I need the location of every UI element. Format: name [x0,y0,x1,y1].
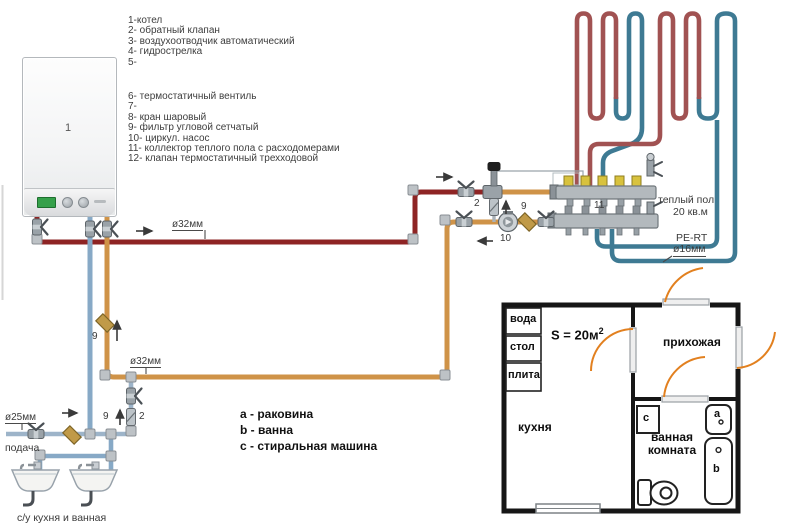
flow-arrows [62,172,511,425]
pipe-spec-label-1: PE-RT [676,232,708,244]
strainer-filter-icon [517,212,537,232]
bath-sink [705,404,732,435]
legend-item: 11- коллектор теплого пола с расходомера… [128,143,340,155]
fixture-letter-c: c [643,412,650,424]
tub-drain [715,446,722,454]
floor-plan [501,267,776,514]
kitchen-item-stove: плита [508,369,540,381]
strainer-filter-icon [62,425,82,445]
legend-block-1: 1-котел 2- обратный клапан 3- воздухоотв… [128,15,295,68]
pump-valve-assembly [454,162,556,233]
sink-bathroom [68,461,119,507]
room-label-hallway: прихожая [663,335,721,349]
legend-block-2: 6- термостатичный вентиль 7- 8- кран шар… [128,91,340,165]
circulation-pump [497,211,519,233]
area-sup: 2 [598,326,604,336]
window [535,503,601,514]
fixtures-legend-item: a - раковина [240,407,314,421]
coil-supply-loopA [574,11,619,192]
pipe-spec-label-2: ø16мм [673,243,706,257]
supply-label: подача [5,442,40,454]
boiler: 1 [22,57,117,217]
ball-valve-icon [536,210,556,228]
ball-valve-icon [454,210,474,228]
coil-supply-loopB [587,11,702,192]
legend-item: 10- циркул. насос [128,132,210,144]
legend-item: 6- термостатичный вентиль [128,91,257,102]
legend-item: 5- [128,56,137,68]
pipe-diameter-label: ø32мм [130,356,161,368]
door-arcs [590,267,776,398]
floor-heating-label-2: 20 кв.м [673,206,708,218]
coil-return-inner [594,120,720,249]
check-valve-icon [488,197,500,217]
pipe-diameter-label: ø32мм [172,219,203,231]
boiler-control-panel [24,188,115,216]
legend-item: 8- кран шаровый [128,111,207,123]
dimension-leaders [21,230,673,430]
legend-item: 1-котел [128,15,163,26]
boiler-valves [31,217,119,239]
area-label: S = 20м2 [551,325,604,341]
fixture-letter-b: b [713,463,720,475]
legend-item: 2- обратный клапан [128,25,220,37]
fixtures-legend-item: b - ванна [240,423,294,437]
fixture-letter-a: a [714,408,721,420]
angle-filter-icon [95,313,115,333]
boiler-display [37,197,56,208]
legend-item: 4- гидрострелка [128,46,203,58]
pump-label: 10 [500,233,512,244]
sinks-caption: с/у кухня и ванная [17,512,107,524]
washing-machine [636,405,660,434]
makeup-filter-label: 9 [103,411,109,422]
bathtub [704,437,733,505]
boiler-knob[interactable] [62,197,73,208]
makeup-check-label: 2 [139,411,145,422]
riser-filter-label: 9 [92,331,98,342]
sink-drain [718,419,724,425]
floor-heating-coil [574,11,738,264]
ball-valve-icon [456,180,476,198]
legend-item: 7- [128,101,137,113]
kitchen-item-table: стол [510,341,535,353]
three-way-thermostatic-valve [482,162,503,199]
legend-item: 9- фильтр угловой сетчатый [128,122,259,134]
air-vent-icon [646,152,663,215]
floor-heating-label-1: теплый пол [658,194,715,206]
bathroom-line-2: комната [647,443,697,457]
boiler-number-label: 1 [65,122,72,134]
coil-return-loopA [600,11,645,216]
legend-item: 12- клапан термостатичный трехходовой [128,153,319,165]
fixtures-legend: a - раковина b - ванна с - стиральная ма… [240,406,377,454]
room-label-kitchen: кухня [518,420,552,434]
kitchen-item-water: вода [510,313,537,325]
toilet [637,479,679,506]
filter-label: 9 [521,201,527,212]
coil-return-loopB [609,11,738,264]
check-valve-label: 2 [474,198,480,209]
boiler-knob[interactable] [78,197,89,208]
floor-heating-manifold [547,152,663,236]
kitchen-counter [505,307,542,392]
sink-kitchen [10,461,61,507]
manifold-label: 11 [594,200,605,211]
area-value: S = 20м [551,327,599,343]
room-label-bathroom: ванная комната [636,431,708,457]
legend-item: 3- воздухоотводчик автоматический [128,35,295,47]
pipe-diameter-label: ø25мм [5,412,36,424]
boiler-panel-slot [94,200,106,203]
bathroom-line-1: ванная [650,430,694,444]
fixtures-legend-item: с - стиральная машина [240,439,378,453]
